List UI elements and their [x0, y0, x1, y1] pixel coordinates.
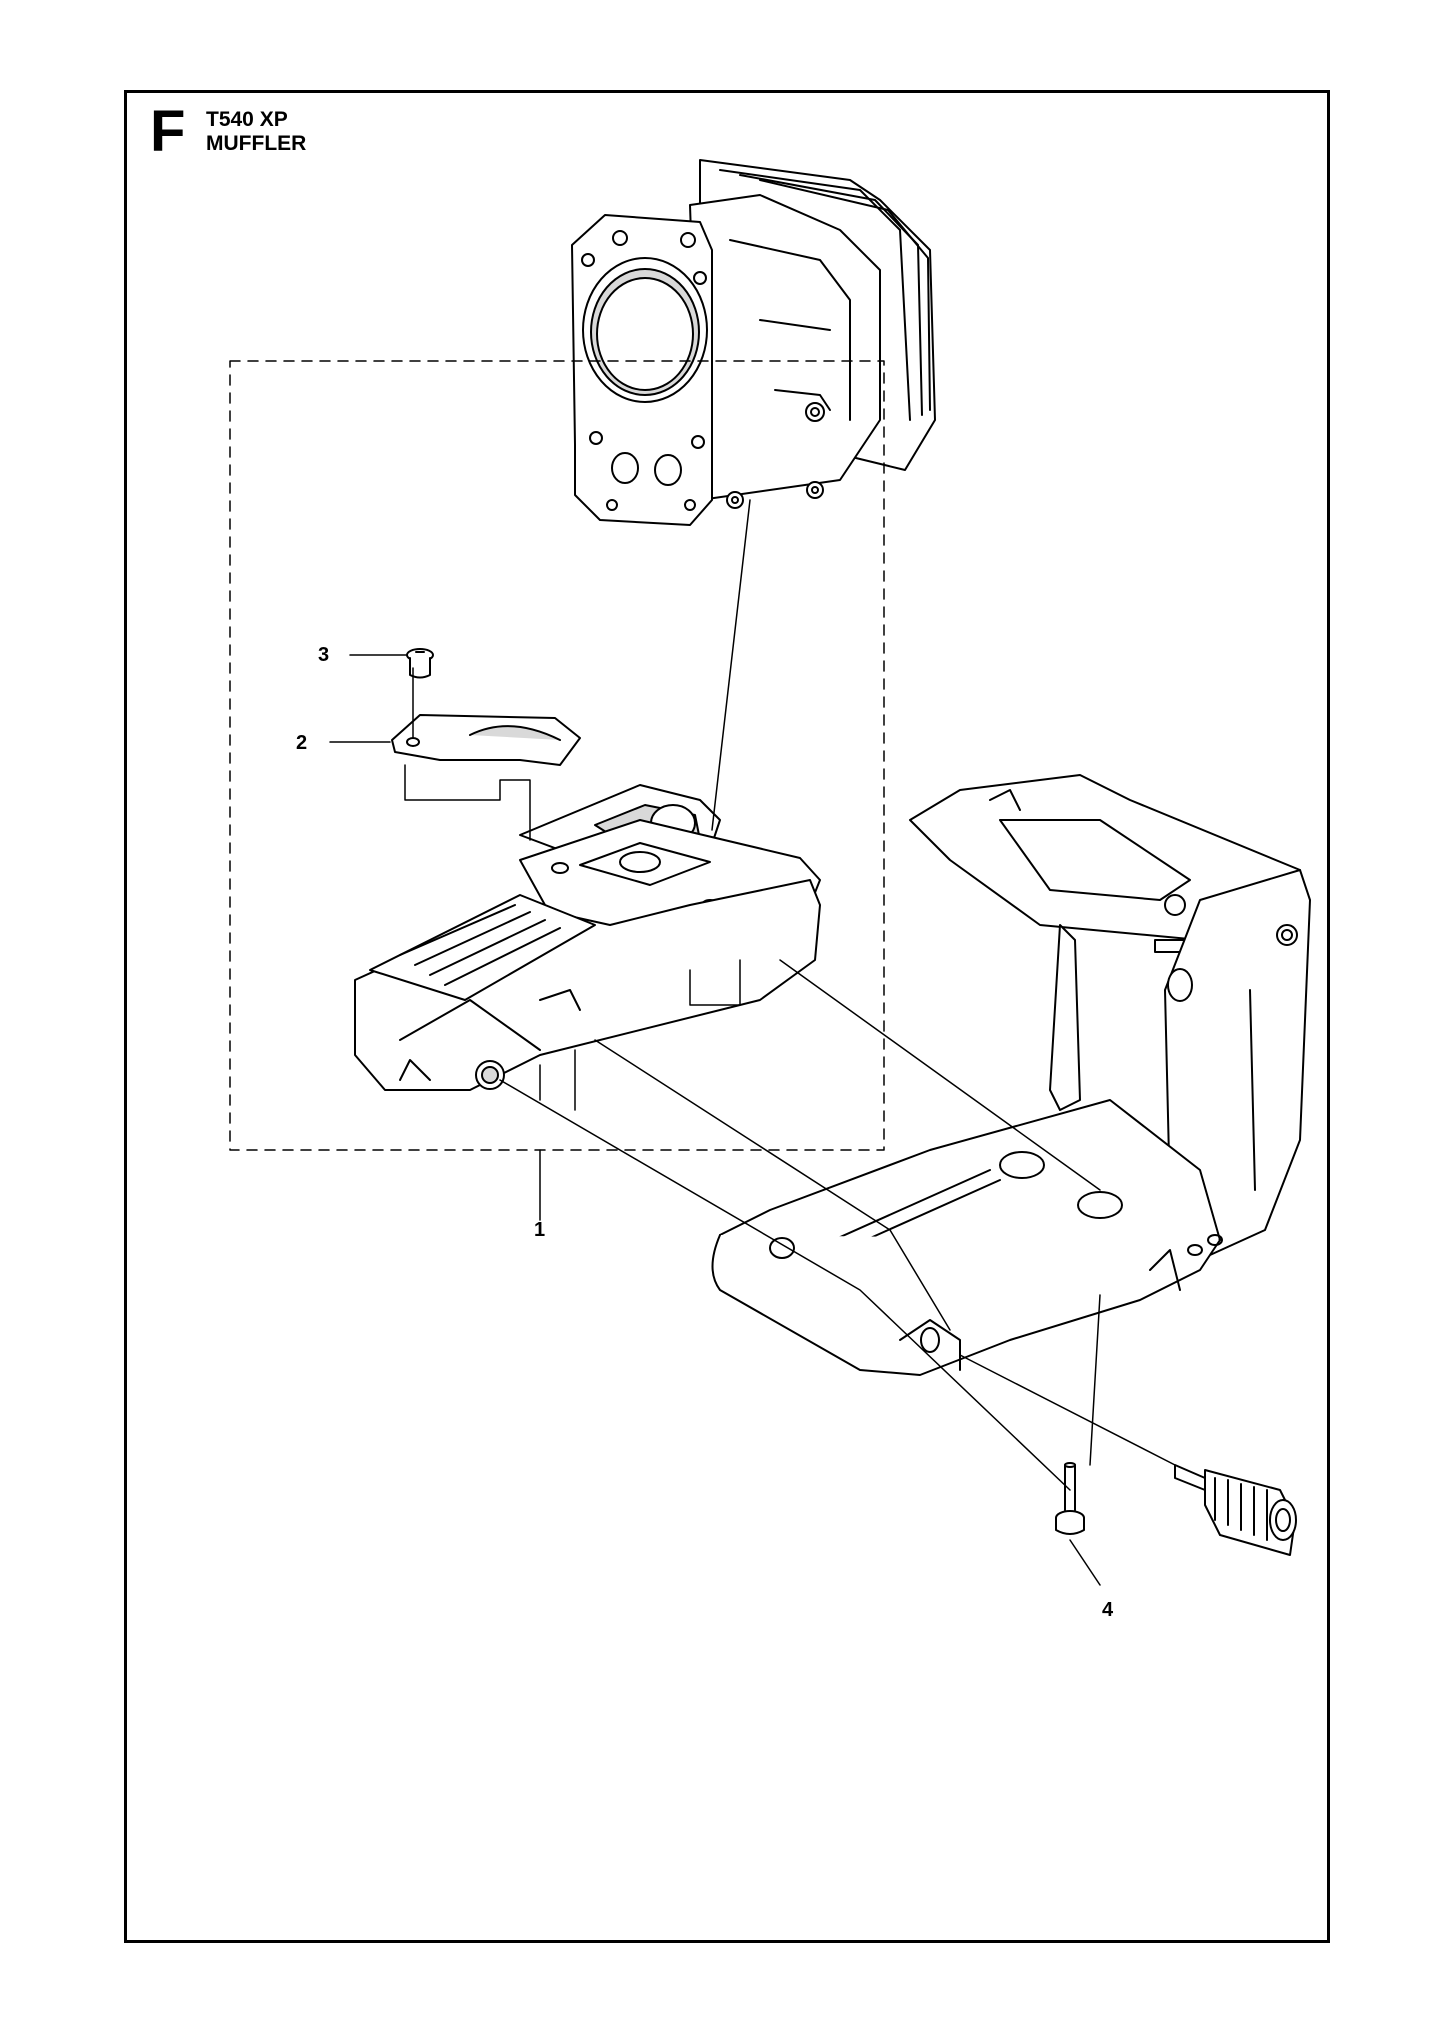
callout-4: 4 [1102, 1599, 1114, 1621]
page-title: T540 XP MUFFLER [206, 108, 306, 156]
crankcase-illustration [711, 774, 1311, 1376]
callout-3: 3 [318, 644, 330, 666]
muffler-part-1 [354, 784, 821, 1091]
callout-2: 2 [296, 732, 308, 754]
cylinder-illustration [571, 159, 936, 526]
plate-part-2 [391, 714, 581, 766]
spring-part [1174, 1464, 1297, 1556]
callout-1: 1 [534, 1219, 546, 1241]
screw-part-3 [406, 648, 434, 679]
kit-boundary [229, 360, 885, 1151]
screw-part-4 [1055, 1462, 1085, 1535]
drawing-frame [124, 90, 1330, 1943]
section-letter: F [150, 99, 186, 164]
model-name: T540 XP [206, 108, 288, 131]
section-title: MUFFLER [206, 132, 307, 155]
assembly-lines [329, 499, 1176, 1586]
